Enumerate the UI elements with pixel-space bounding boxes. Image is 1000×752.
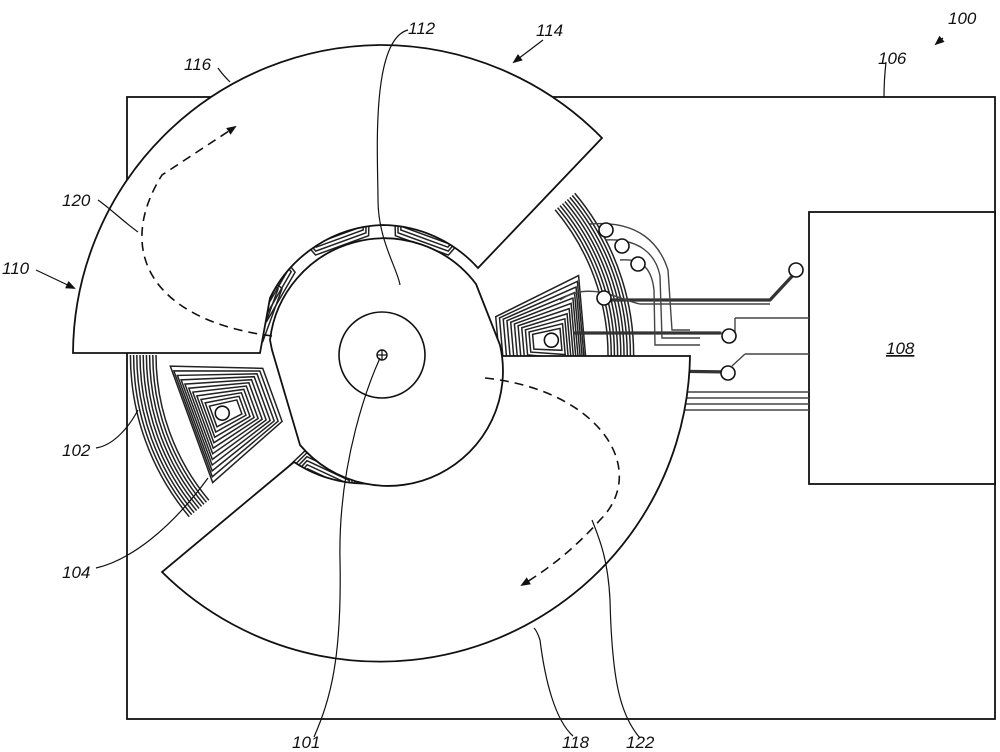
ring-trace <box>148 354 205 505</box>
ring-trace <box>129 354 190 518</box>
ring-trace <box>557 207 612 376</box>
ring-trace <box>139 354 198 512</box>
connection-pads <box>596 222 804 381</box>
pad <box>214 405 231 421</box>
label-102: 102 <box>62 441 91 460</box>
rotor-blade-116 <box>72 44 604 354</box>
label-120: 120 <box>62 191 91 210</box>
label-116: 116 <box>184 55 212 74</box>
controller-box-108 <box>808 211 996 485</box>
ring-trace <box>574 192 635 377</box>
label-114: 114 <box>536 21 563 40</box>
label-104: 104 <box>62 563 90 582</box>
pad <box>788 262 804 278</box>
label-101: 101 <box>292 733 320 752</box>
ring-trace <box>132 354 193 516</box>
label-100: 100 <box>948 9 977 28</box>
leader-lines <box>35 29 945 739</box>
label-110: 110 <box>2 259 30 278</box>
ring-trace <box>559 205 616 376</box>
ring-trace <box>152 354 207 503</box>
rotation-arrow-120 <box>141 125 273 337</box>
ring-trace <box>571 194 632 377</box>
coil <box>169 365 283 484</box>
pad <box>721 328 737 344</box>
ring-trace <box>569 196 628 377</box>
ring-trace <box>142 354 200 509</box>
ring-trace <box>155 354 210 501</box>
ring-trace <box>561 203 619 376</box>
ring-trace <box>145 354 203 507</box>
pad <box>598 222 614 238</box>
pad <box>596 290 612 306</box>
label-106: 106 <box>878 49 907 68</box>
label-118: 118 <box>562 733 590 752</box>
ring-trace <box>136 354 195 514</box>
pad <box>630 256 646 272</box>
pad <box>720 365 736 381</box>
ring-trace <box>564 201 622 376</box>
ring-trace <box>566 198 625 377</box>
rotation-arrow-122 <box>484 377 620 587</box>
label-112: 112 <box>408 19 436 38</box>
ring-trace <box>554 209 609 375</box>
reference-labels: 100 106 108 114 112 116 110 120 102 104 … <box>2 9 977 752</box>
pad <box>614 238 630 254</box>
label-108: 108 <box>886 339 915 358</box>
outer-ring-traces-102 <box>129 192 635 518</box>
label-122: 122 <box>626 733 655 752</box>
pad <box>543 332 560 348</box>
rotor-110 <box>72 44 691 663</box>
